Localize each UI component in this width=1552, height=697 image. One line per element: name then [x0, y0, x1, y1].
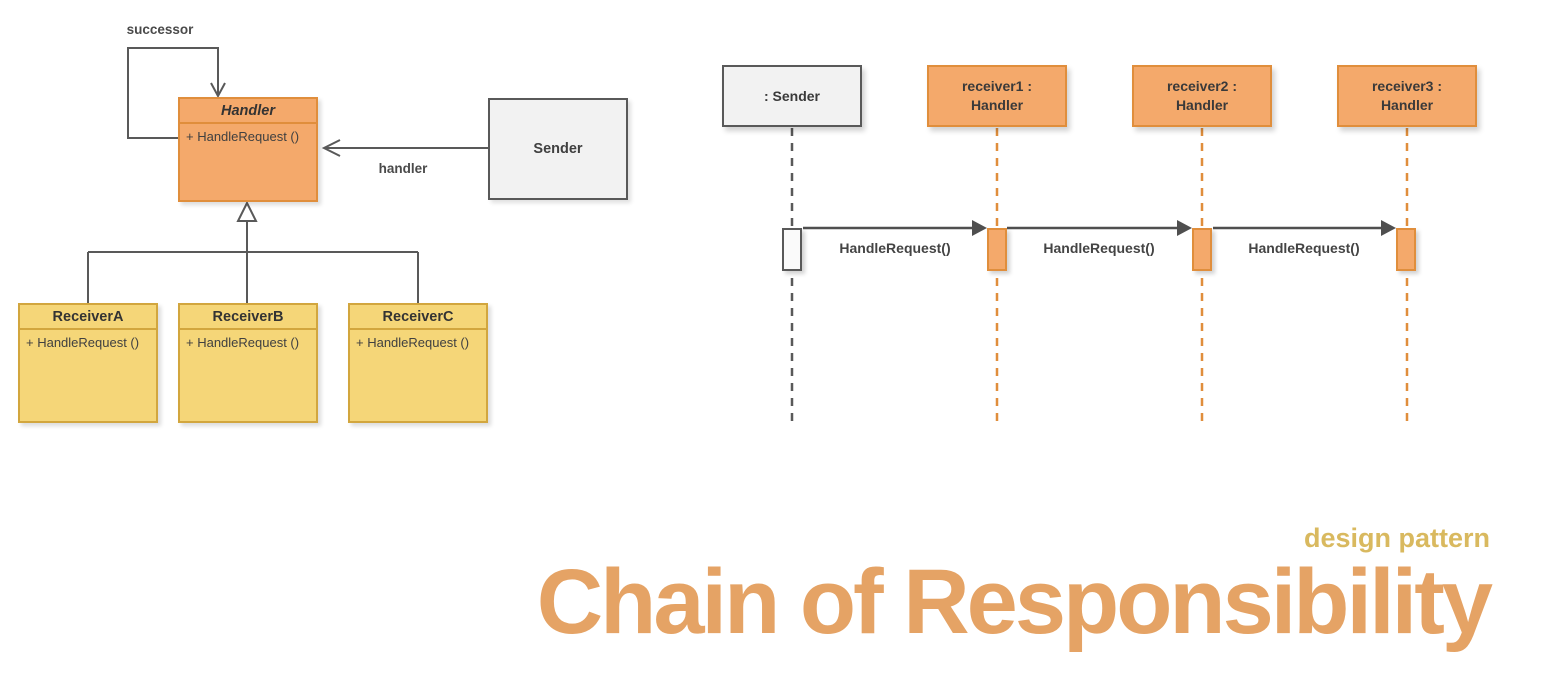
- class-receiver-b-name: ReceiverB: [180, 305, 316, 330]
- seq-sender-name: : Sender: [763, 87, 820, 104]
- class-receiver-b: ReceiverB + HandleRequest (): [178, 303, 318, 423]
- pattern-title: Chain of Responsibility: [536, 550, 1493, 653]
- message-3-label: HandleRequest(): [1248, 240, 1360, 256]
- seq-receiver3-name: receiver3 :: [1371, 78, 1443, 94]
- seq-lifeline-head-receiver2: receiver2 : Handler: [1132, 65, 1272, 127]
- handler-association-arrowhead-icon: [321, 139, 341, 157]
- design-pattern-subtitle: design pattern: [1303, 523, 1490, 553]
- successor-label: successor: [126, 22, 194, 37]
- seq-lifeline-head-receiver1: receiver1 : Handler: [927, 65, 1067, 127]
- class-receiver-b-method: + HandleRequest (): [186, 335, 300, 350]
- class-receiver-a-name: ReceiverA: [20, 305, 156, 330]
- class-receiver-c-name: ReceiverC: [350, 305, 486, 330]
- class-handler-name: Handler: [180, 99, 316, 124]
- class-sender: Sender: [488, 98, 628, 200]
- seq-receiver2-name: receiver2 :: [1166, 78, 1238, 94]
- class-receiver-c: ReceiverC + HandleRequest (): [348, 303, 488, 423]
- seq-lifeline-head-sender: : Sender: [722, 65, 862, 127]
- activation-bar-receiver2: [1192, 228, 1212, 271]
- successor-arrowhead-icon: [210, 82, 226, 99]
- successor-loop-line: [127, 47, 219, 139]
- seq-receiver1-type: Handler: [970, 97, 1024, 113]
- message-1-label: HandleRequest(): [839, 240, 951, 256]
- message-2-label: HandleRequest(): [1043, 240, 1155, 256]
- class-sender-name: Sender: [533, 141, 583, 157]
- title-block: design pattern Chain of Responsibility: [536, 523, 1493, 653]
- seq-receiver1-name: receiver1 :: [961, 78, 1033, 94]
- activation-bar-sender: [782, 228, 802, 271]
- activation-bar-receiver1: [987, 228, 1007, 271]
- activation-bar-receiver3: [1396, 228, 1416, 271]
- seq-receiver3-type: Handler: [1380, 97, 1434, 113]
- message-3-arrowhead-icon: [1381, 220, 1396, 236]
- class-handler-method: + HandleRequest (): [186, 129, 300, 144]
- message-1-arrowhead-icon: [972, 220, 987, 236]
- class-receiver-c-method: + HandleRequest (): [356, 335, 470, 350]
- handler-association-label: handler: [378, 161, 428, 176]
- class-receiver-a-method: + HandleRequest (): [26, 335, 140, 350]
- message-2-arrowhead-icon: [1177, 220, 1192, 236]
- seq-receiver2-type: Handler: [1175, 97, 1229, 113]
- inheritance-triangle-icon: [236, 200, 258, 222]
- class-handler: Handler + HandleRequest (): [178, 97, 318, 202]
- class-receiver-a: ReceiverA + HandleRequest (): [18, 303, 158, 423]
- seq-lifeline-head-receiver3: receiver3 : Handler: [1337, 65, 1477, 127]
